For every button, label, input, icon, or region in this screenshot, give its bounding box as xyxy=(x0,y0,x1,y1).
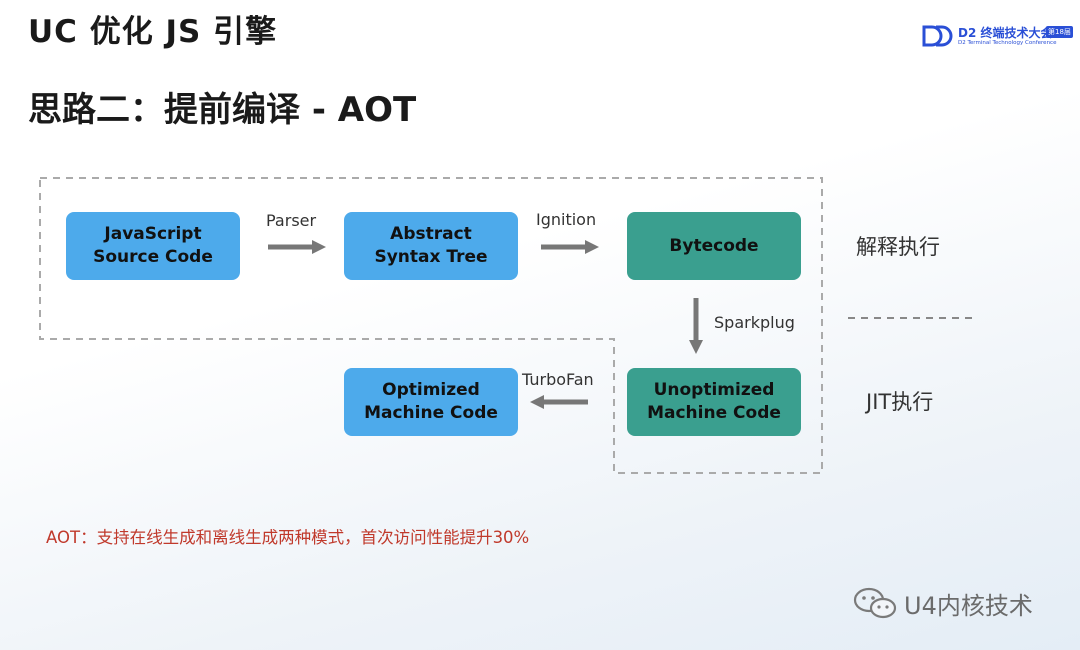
optimized-line2: Machine Code xyxy=(364,403,498,423)
js-source-line2: Source Code xyxy=(93,247,213,267)
turbofan-label: TurboFan xyxy=(522,370,594,389)
parser-arrow-icon xyxy=(268,240,326,254)
jit-region-label: JIT执行 xyxy=(866,390,934,414)
aot-note: AOT：支持在线生成和离线生成两种模式，首次访问性能提升30% xyxy=(46,528,530,547)
page-title: UC 优化 JS 引擎 xyxy=(28,14,278,50)
logo-subtitle: D2 Terminal Technology Conference xyxy=(958,40,1057,46)
slide-subtitle: 思路二：提前编译 - AOT xyxy=(28,90,417,130)
js-source-line1: JavaScript xyxy=(104,224,202,244)
sparkplug-label: Sparkplug xyxy=(714,313,795,332)
optimized-line1: Optimized xyxy=(382,380,480,400)
ignition-arrow-icon xyxy=(541,240,599,254)
watermark-text: U4内核技术 xyxy=(904,592,1033,620)
interpret-region-label: 解释执行 xyxy=(856,235,940,259)
unoptimized-line1: Unoptimized xyxy=(653,380,775,400)
ignition-label: Ignition xyxy=(536,210,597,229)
bytecode-label: Bytecode xyxy=(669,235,759,256)
logo-badge: 第18届 xyxy=(1046,26,1073,38)
bytecode-node: Bytecode xyxy=(627,212,801,280)
interpret-region-outline xyxy=(39,177,823,474)
logo-title: D2 终端技术大会 xyxy=(958,26,1053,40)
wechat-icon xyxy=(853,587,897,619)
turbofan-arrow-icon xyxy=(530,395,588,409)
ast-line2: Syntax Tree xyxy=(374,247,488,267)
watermark: U4内核技术 xyxy=(852,582,1052,622)
sparkplug-arrow-icon xyxy=(689,298,703,354)
ast-line1: Abstract xyxy=(390,224,472,244)
d2-conference-logo: D2 终端技术大会 第18届 D2 Terminal Technology Co… xyxy=(922,24,1073,52)
unoptimized-line2: Machine Code xyxy=(647,403,781,423)
d2-logo-icon xyxy=(922,25,953,47)
parser-label: Parser xyxy=(266,211,317,230)
